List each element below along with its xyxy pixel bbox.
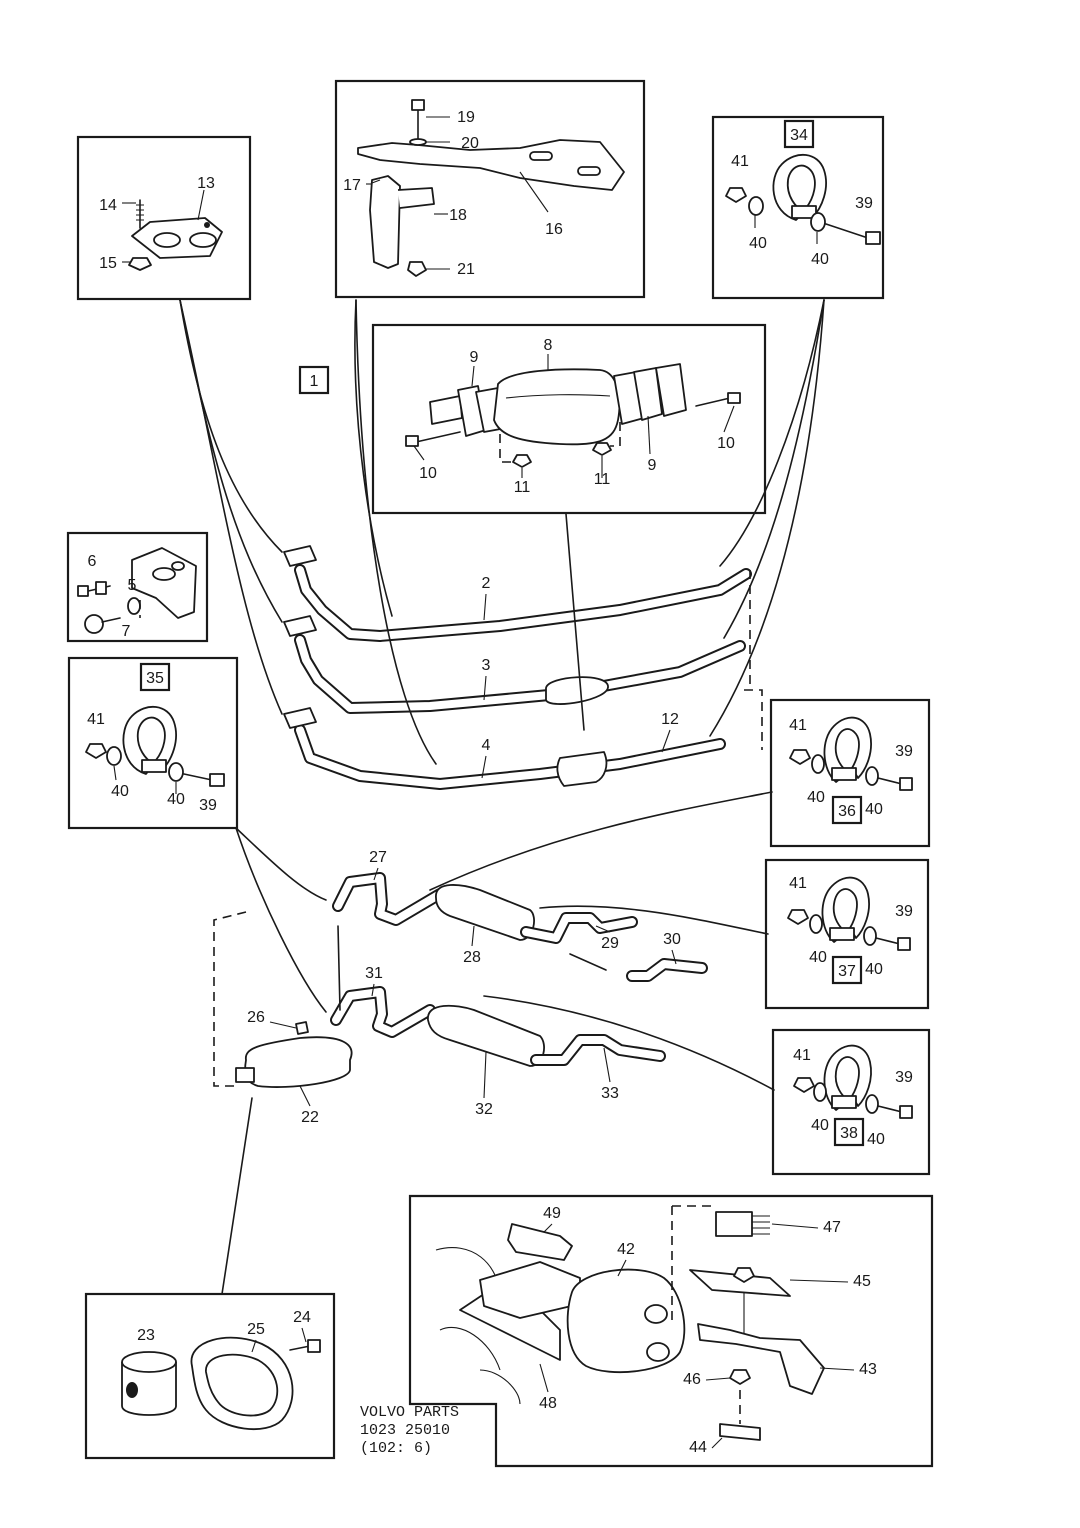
callout-39-35: 39	[199, 797, 217, 814]
callout-24: 24	[293, 1309, 311, 1326]
callout-39-36: 39	[895, 743, 913, 760]
callout-40-36b: 40	[865, 801, 883, 818]
callout-37: 37	[838, 963, 856, 980]
callout-46: 46	[683, 1371, 701, 1388]
callout-39-38: 39	[895, 1069, 913, 1086]
callout-36: 36	[838, 803, 856, 820]
callout-3: 3	[482, 657, 491, 674]
detail-box-bracket-clamp	[334, 79, 646, 299]
detail-box-clamp-34	[711, 115, 885, 300]
callout-13: 13	[197, 175, 215, 192]
callout-2: 2	[482, 575, 491, 592]
callout-17: 17	[343, 177, 361, 194]
callout-30: 30	[663, 931, 681, 948]
detail-box-rubber-mount	[84, 1292, 336, 1460]
callout-9a: 9	[470, 349, 479, 366]
callout-33: 33	[601, 1085, 619, 1102]
callout-41-38: 41	[793, 1047, 811, 1064]
frame-38	[833, 1117, 865, 1147]
detail-box-clamp-36	[769, 698, 931, 848]
boxed-callout-frames	[139, 119, 865, 1147]
callout-34: 34	[790, 127, 808, 144]
callout-ticks	[251, 593, 855, 1449]
callout-21: 21	[457, 261, 475, 278]
callout-38: 38	[840, 1125, 858, 1142]
callout-5: 5	[128, 577, 137, 594]
callout-45: 45	[853, 1273, 871, 1290]
callout-23: 23	[137, 1327, 155, 1344]
callout-25: 25	[247, 1321, 265, 1338]
frame-35	[139, 662, 171, 692]
callout-47: 47	[823, 1219, 841, 1236]
callout-14: 14	[99, 197, 117, 214]
footer-line-3: (102: 6)	[360, 1440, 432, 1457]
callout-41-36: 41	[789, 717, 807, 734]
detail-box-clamp-35	[67, 656, 239, 830]
callout-29: 29	[601, 935, 619, 952]
callout-4: 4	[482, 737, 491, 754]
callout-8: 8	[544, 337, 553, 354]
detail-box-flange-bolts	[66, 531, 209, 643]
callout-41-35: 41	[87, 711, 105, 728]
footer-part-reference: VOLVO PARTS 1023 25010 (102: 6)	[360, 1404, 459, 1457]
callout-42: 42	[617, 1241, 635, 1258]
callout-44: 44	[689, 1439, 707, 1456]
detail-box-rear-mount	[408, 1194, 934, 1468]
detail-box-clamp-38	[771, 1028, 931, 1176]
frame-37	[831, 955, 863, 985]
callout-43: 43	[859, 1361, 877, 1378]
callout-40-37b: 40	[865, 961, 883, 978]
callout-41-37: 41	[789, 875, 807, 892]
callout-40-35a: 40	[111, 783, 129, 800]
callout-31: 31	[365, 965, 383, 982]
callout-49: 49	[543, 1205, 561, 1222]
callout-28: 28	[463, 949, 481, 966]
callout-7: 7	[122, 623, 131, 640]
callout-41-34: 41	[731, 153, 749, 170]
callout-9b: 9	[648, 457, 657, 474]
callout-labels: 1 2 3 4 5 6 7 8 9 9 10 10 11 11 12 13 14…	[87, 109, 913, 1456]
callout-40-38a: 40	[811, 1117, 829, 1134]
callout-12: 12	[661, 711, 679, 728]
leader-lines	[179, 299, 825, 1295]
callout-10b: 10	[717, 435, 735, 452]
callout-16: 16	[545, 221, 563, 238]
callout-6: 6	[88, 553, 97, 570]
callout-35: 35	[146, 670, 164, 687]
callout-40-38b: 40	[867, 1131, 885, 1148]
callout-10a: 10	[419, 465, 437, 482]
callout-11a: 11	[514, 479, 531, 496]
callout-27: 27	[369, 849, 387, 866]
callout-39-34: 39	[855, 195, 873, 212]
callout-40-36a: 40	[807, 789, 825, 806]
exhaust-pipes-main	[283, 545, 763, 790]
callout-40-34a: 40	[749, 235, 767, 252]
callout-11b: 11	[594, 471, 611, 488]
rear-silencers	[213, 872, 708, 1088]
callout-32: 32	[475, 1101, 493, 1118]
callout-22: 22	[301, 1109, 319, 1126]
callout-40-34b: 40	[811, 251, 829, 268]
callout-18: 18	[449, 207, 467, 224]
callout-48: 48	[539, 1395, 557, 1412]
group-ref-frame	[298, 365, 330, 395]
callout-39-37: 39	[895, 903, 913, 920]
frame-34	[783, 119, 815, 149]
callout-15: 15	[99, 255, 117, 272]
callout-20: 20	[461, 135, 479, 152]
callout-26: 26	[247, 1009, 265, 1026]
footer-line-2: 1023 25010	[360, 1422, 450, 1439]
callout-40-35b: 40	[167, 791, 185, 808]
footer-line-1: VOLVO PARTS	[360, 1404, 459, 1421]
detail-box-catalytic-converter	[371, 323, 767, 515]
callout-1: 1	[310, 373, 319, 390]
callout-40-37a: 40	[809, 949, 827, 966]
callout-19: 19	[457, 109, 475, 126]
frame-36	[831, 795, 863, 825]
detail-box-flange-gasket	[76, 135, 252, 301]
